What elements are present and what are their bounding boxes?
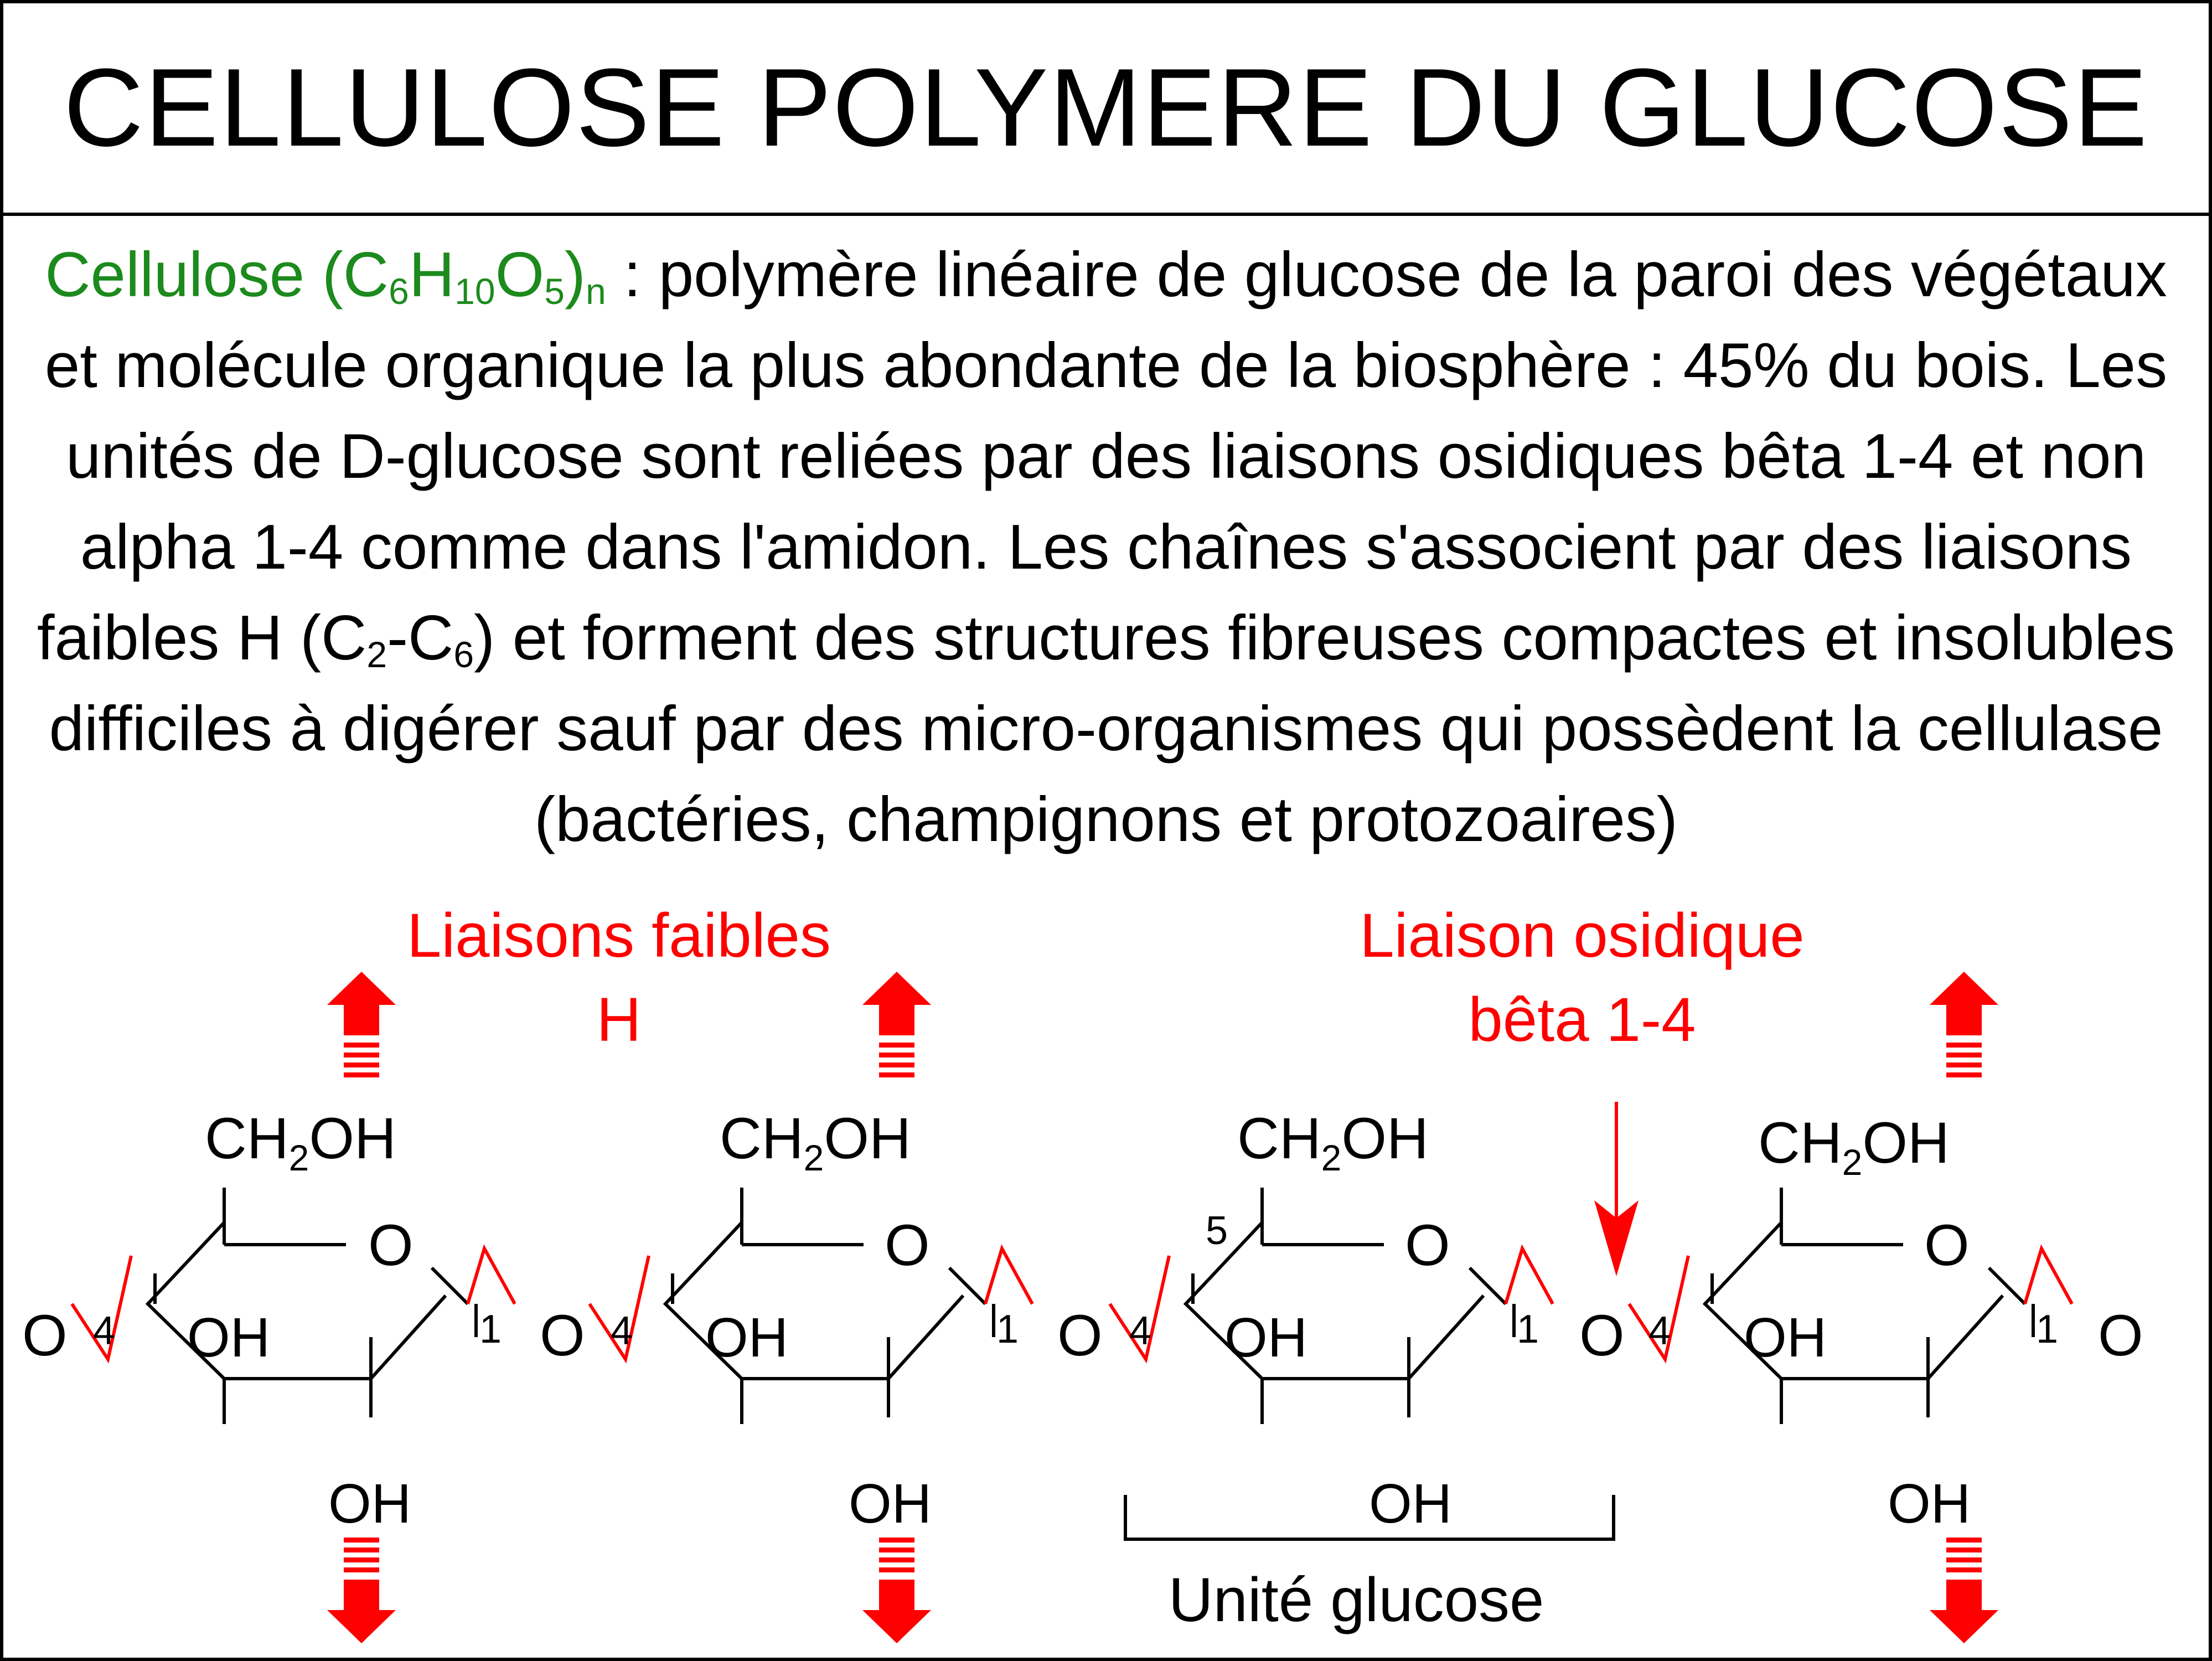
ring-oxygen: O (368, 1213, 414, 1278)
hydroxyl-c3: OH (187, 1307, 270, 1369)
weak-bonds-label-h: H (597, 985, 642, 1054)
carbon-4-label: 4 (1648, 1309, 1671, 1353)
ring-oxygen: O (885, 1213, 930, 1278)
glucose-unit-2 (590, 1188, 1032, 1424)
description: Cellulose (C6H10O5)n : polymère linéaire… (37, 240, 2175, 855)
carbon-4-label: 4 (1129, 1309, 1151, 1353)
hydroxyl-c3: OH (705, 1307, 788, 1369)
down-arrow-icon (862, 1538, 931, 1643)
ch2oh-label: CH2OH (205, 1106, 396, 1178)
weak-bonds-label: Liaisons faibles (407, 901, 831, 970)
glucose-unit-4 (1629, 1188, 2072, 1424)
glycosidic-bond-type: bêta 1-4 (1469, 985, 1696, 1054)
down-arrow-icon (327, 1538, 396, 1643)
carbon-4-label: 4 (611, 1309, 633, 1353)
glycosidic-oxygen: O (1579, 1303, 1625, 1368)
up-arrow-icon (327, 972, 396, 1077)
carbon-1-label: 1 (1517, 1307, 1539, 1352)
glycosidic-bond-label: Liaison osidique (1360, 901, 1804, 970)
description-text-2: ) et forment des structures fibreuses co… (49, 603, 2175, 855)
glucose-unit-3 (1110, 1188, 1553, 1424)
hydroxyl-c2: OH (1369, 1473, 1452, 1535)
carbon-1-label: 1 (996, 1307, 1019, 1352)
carbon-5-label: 5 (1206, 1209, 1228, 1253)
cellulose-formula: Cellulose (C6H10O5)n (45, 240, 606, 312)
page-title: CELLULOSE POLYMERE DU GLUCOSE (3, 3, 2209, 216)
hydroxyl-c2: OH (1888, 1473, 1971, 1535)
ring-oxygen: O (1405, 1213, 1450, 1278)
up-arrow-icon (862, 972, 931, 1077)
glycosidic-oxygen: O (22, 1303, 68, 1368)
description-text-1: : polymère linéaire de glucose de la par… (37, 240, 2168, 673)
carbon-1-label: 1 (2036, 1307, 2058, 1352)
hydroxyl-c2: OH (849, 1473, 932, 1535)
glucose-unit-bracket (1124, 1495, 1615, 1541)
ch2oh-label: CH2OH (720, 1106, 911, 1178)
terminal-oxygen: O (2098, 1303, 2143, 1368)
glycosidic-pointer-arrow (1594, 1102, 1639, 1276)
hydroxyl-c2: OH (328, 1473, 411, 1535)
ring-oxygen: O (1924, 1213, 1970, 1278)
ch2oh-label: CH2OH (1758, 1111, 1950, 1183)
hydroxyl-c3: OH (1224, 1307, 1307, 1369)
glycosidic-oxygen: O (1057, 1303, 1103, 1368)
carbon-1-label: 1 (479, 1307, 502, 1352)
down-arrow-icon (1930, 1538, 1998, 1643)
up-arrow-icon (1930, 972, 1998, 1077)
ch2oh-label: CH2OH (1237, 1106, 1429, 1178)
glycosidic-oxygen: O (540, 1303, 585, 1368)
carbon-4-label: 4 (93, 1309, 115, 1353)
glucose-unit-1 (72, 1188, 515, 1424)
glucose-unit-label: Unité glucose (1169, 1565, 1544, 1634)
hydroxyl-c3: OH (1744, 1307, 1827, 1369)
